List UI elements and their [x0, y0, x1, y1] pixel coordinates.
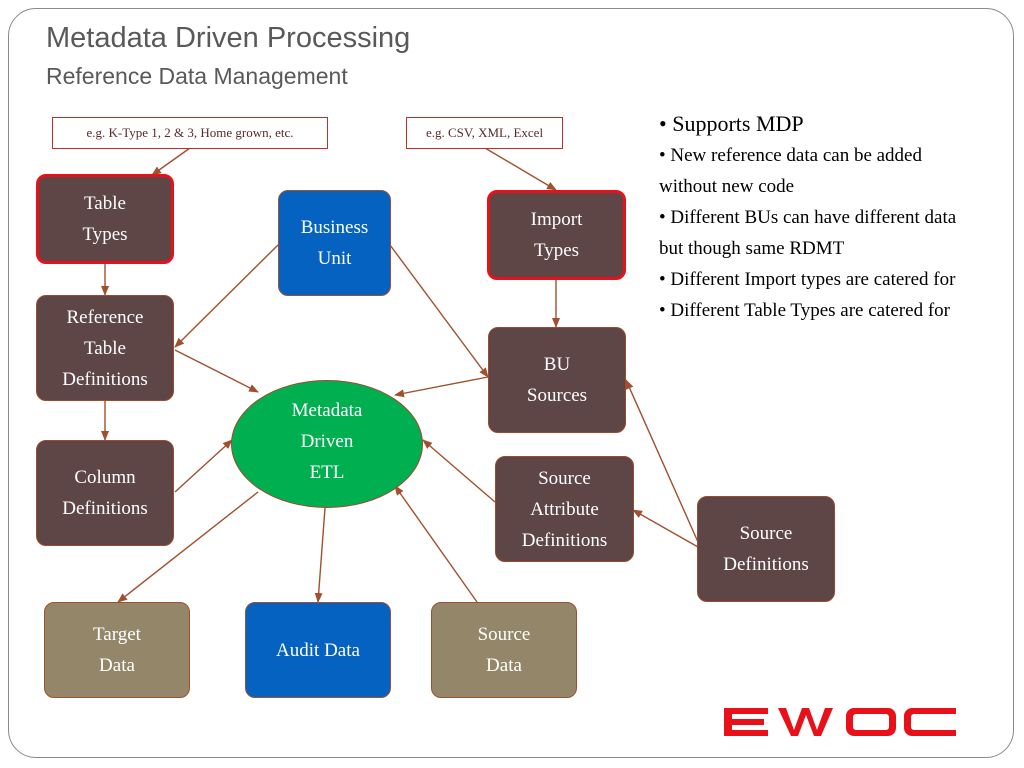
metadata-driven-etl-node: Metadata Driven ETL: [231, 380, 423, 508]
arrow-source-defs-to-bu-sources: [625, 379, 699, 543]
arrow-source-defs-to-source-attr: [632, 509, 699, 548]
arrow-column-defs-to-etl: [174, 439, 233, 493]
bullet-item: • Different Table Types are catered for: [659, 300, 950, 321]
import-types-note: e.g. CSV, XML, Excel: [406, 117, 563, 149]
ewoc-logo: [724, 708, 956, 736]
arrow-etl-to-audit-data: [314, 507, 326, 603]
arrow-source-data-to-etl: [394, 485, 478, 603]
arrow-source-attr-to-etl: [422, 439, 496, 503]
bullet-item: • New reference data can be added withou…: [659, 145, 922, 197]
table-types-note: e.g. K-Type 1, 2 & 3, Home grown, etc.: [52, 117, 328, 149]
bullet-item: • Different BUs can have different data …: [659, 207, 957, 259]
arrow-business-unit-to-bu-sources: [389, 244, 489, 378]
arrow-bu-sources-to-etl: [394, 376, 489, 398]
audit-data-box: Audit Data: [245, 602, 391, 698]
bullet-list: • Supports MDP • New reference data can …: [659, 108, 981, 326]
arrow-etl-to-target-data: [117, 491, 259, 603]
slide-subtitle: Reference Data Management: [46, 63, 348, 89]
bullet-item: • Supports MDP: [659, 111, 804, 136]
arrow-business-unit-to-ref-table: [174, 244, 279, 348]
arrow-note-to-import-types: [484, 147, 557, 191]
bullet-item: • Different Import types are catered for: [659, 269, 956, 290]
arrow-ref-table-to-etl: [174, 349, 259, 393]
slide-title: Metadata Driven Processing: [46, 22, 411, 54]
arrow-note-to-table-types: [151, 147, 191, 176]
